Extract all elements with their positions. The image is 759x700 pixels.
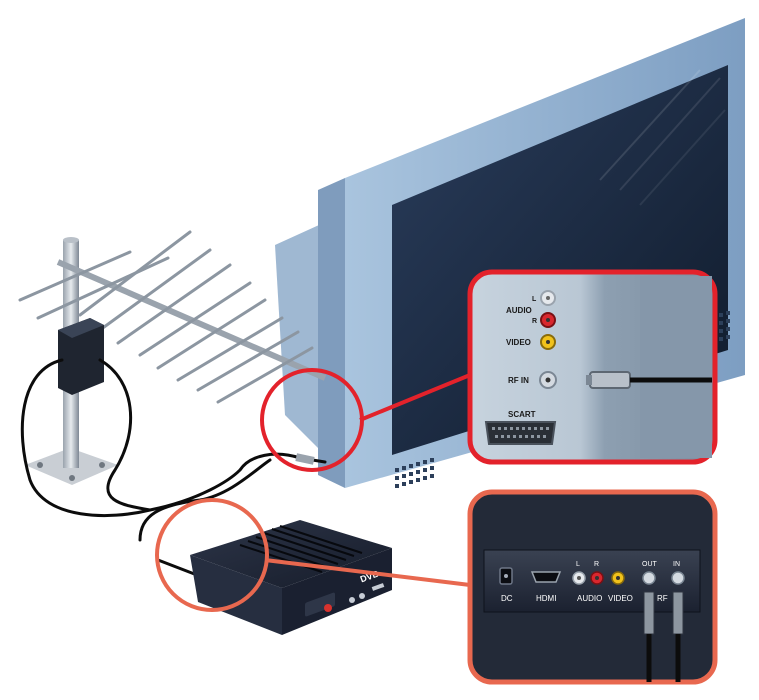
- receiver-side: [190, 555, 282, 635]
- box-label-audio: AUDIO: [577, 594, 602, 603]
- rf-in-jack-receiver: [671, 571, 685, 585]
- tv-rf-highlight-circle: [260, 368, 364, 472]
- receiver-rf-highlight-circle: [155, 498, 269, 612]
- rf-out-jack: [642, 571, 656, 585]
- hdmi-port: [530, 571, 562, 583]
- receiver-power-led: [324, 604, 332, 612]
- tv-side: [318, 178, 345, 488]
- box-label-l: L: [576, 561, 580, 568]
- box-label-in: IN: [673, 561, 680, 568]
- dc-power-jack: [499, 567, 513, 585]
- tv-label-video: VIDEO: [506, 338, 531, 347]
- box-rca-video-jack: [611, 571, 625, 585]
- receiver-top: [190, 520, 392, 588]
- box-label-hdmi: HDMI: [536, 594, 556, 603]
- box-rca-audio-right-jack: [590, 571, 604, 585]
- tv-callout-leader: [359, 373, 471, 422]
- antenna-elements: [18, 230, 314, 404]
- receiver-display: [305, 592, 335, 617]
- box-label-out: OUT: [642, 561, 658, 568]
- box-label-video: VIDEO: [608, 594, 633, 603]
- set-top-receiver: DVB: [190, 520, 392, 635]
- box-callout-leader: [264, 558, 471, 587]
- receiver-card-slot: [371, 583, 385, 591]
- box-label-dc: DC: [501, 594, 513, 603]
- antenna: [18, 230, 327, 485]
- tv-rf-cable-plug: [589, 371, 631, 389]
- box-rca-audio-left-jack: [572, 571, 586, 585]
- tv-label-audio-l: L: [532, 296, 537, 303]
- scart-connector: [484, 421, 557, 445]
- receiver-vents: [239, 525, 363, 573]
- rf-in-jack: [539, 371, 557, 389]
- tv-label-rf-in: RF IN: [508, 376, 529, 385]
- receiver-rear-panel-callout: DC HDMI L R AUDIO VIDEO OUT IN RF: [467, 489, 718, 685]
- tv-cable-plug: [295, 453, 315, 465]
- tv-label-audio: AUDIO: [506, 306, 532, 315]
- tv-label-audio-r: R: [532, 318, 537, 325]
- tv-rear-panel-callout: AUDIO L R VIDEO RF IN SCART: [467, 269, 718, 465]
- tv-label-scart: SCART: [508, 410, 536, 419]
- box-label-r: R: [594, 561, 599, 568]
- rca-audio-left-jack: [540, 290, 556, 306]
- tv-speaker-grille-left: [395, 458, 434, 488]
- rca-video-jack: [540, 334, 556, 350]
- rca-audio-right-jack: [540, 312, 556, 328]
- box-label-rf: RF: [657, 594, 668, 603]
- antenna-amplifier: [58, 318, 104, 395]
